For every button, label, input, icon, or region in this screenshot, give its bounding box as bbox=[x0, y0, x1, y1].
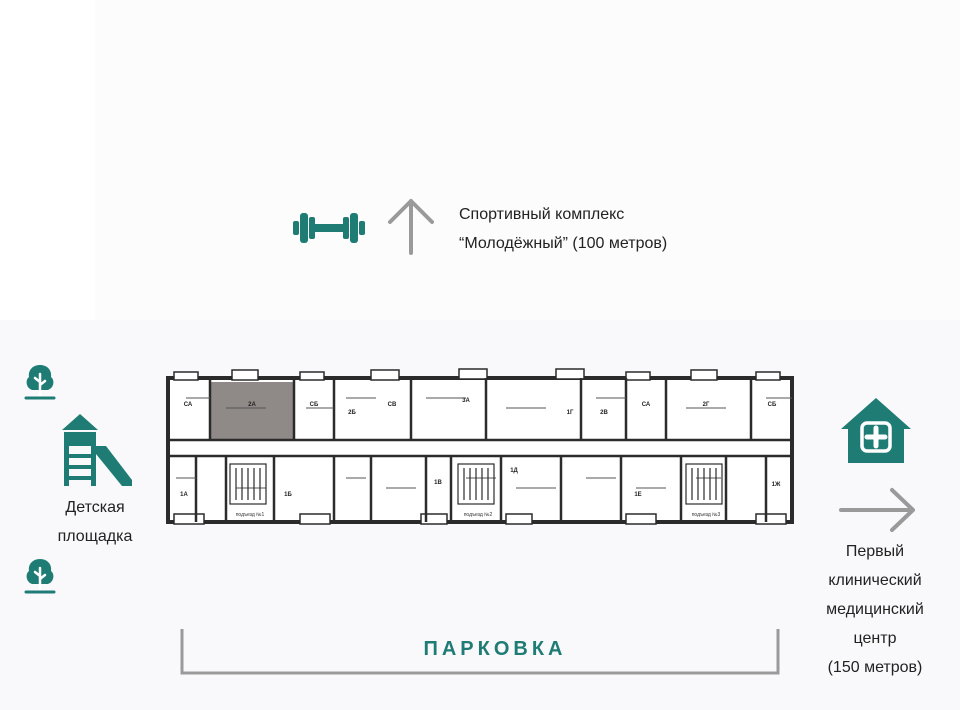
sport-line-1: Спортивный комплекс bbox=[459, 206, 625, 223]
floor-plan: СА 2А СБ 2Б СВ 3А 1Г 2В СА 2Г СБ 1А 1Б 1… bbox=[166, 368, 794, 525]
dumbbell-icon bbox=[293, 213, 365, 243]
apt-label: СА bbox=[642, 402, 651, 408]
apt-label: СВ bbox=[388, 402, 397, 408]
apt-label: СА bbox=[184, 402, 193, 408]
apt-label: 1Ж bbox=[772, 482, 781, 488]
tree-icon bbox=[24, 559, 56, 594]
parking-label: ПАРКОВКА bbox=[423, 638, 567, 660]
arrow-up-icon bbox=[388, 199, 434, 255]
apt-label: 2Б bbox=[348, 410, 356, 416]
apt-label: 1Г bbox=[567, 410, 574, 416]
apt-label: 1Б bbox=[284, 492, 292, 498]
kids-line-1: Детская bbox=[65, 499, 125, 516]
medical-line-5: (150 метров) bbox=[827, 659, 923, 676]
apt-label: СБ bbox=[768, 402, 777, 408]
apt-label: 1А bbox=[180, 492, 188, 498]
apt-label: 1Е bbox=[634, 492, 641, 498]
arrow-right-icon bbox=[839, 488, 915, 532]
medical-house-icon bbox=[841, 398, 911, 463]
sport-line-2: “Молодёжный” (100 метров) bbox=[459, 235, 668, 252]
apt-label: СБ bbox=[310, 402, 319, 408]
parking-bracket bbox=[180, 629, 780, 675]
medical-line-1: Первый bbox=[845, 543, 905, 560]
entrance-label: подъезд №3 bbox=[692, 512, 721, 518]
medical-line-2: клинический bbox=[828, 572, 922, 589]
apt-label: 2Г bbox=[703, 402, 710, 408]
top-background bbox=[95, 0, 960, 320]
apt-label: 1Д bbox=[510, 468, 518, 474]
sport-complex-caption: Спортивный комплекс “Молодёжный” (100 ме… bbox=[459, 200, 667, 258]
playground-caption: Детская площадка bbox=[30, 493, 160, 551]
apt-label: 3А bbox=[462, 398, 470, 404]
medical-line-3: медицинский bbox=[826, 601, 924, 618]
apt-label: 2В bbox=[600, 410, 608, 416]
apt-label: 2А bbox=[248, 402, 256, 408]
kids-line-2: площадка bbox=[57, 528, 133, 545]
entrance-label: подъезд №1 bbox=[236, 512, 265, 518]
playground-icon bbox=[62, 414, 132, 486]
apt-label: 1В bbox=[434, 480, 442, 486]
entrance-label: подъезд №2 bbox=[464, 512, 493, 518]
tree-icon bbox=[24, 365, 56, 400]
medical-line-4: центр bbox=[853, 630, 897, 647]
medical-center-caption: Первый клинический медицинский центр (15… bbox=[800, 537, 950, 682]
highlighted-apartment bbox=[210, 382, 294, 440]
